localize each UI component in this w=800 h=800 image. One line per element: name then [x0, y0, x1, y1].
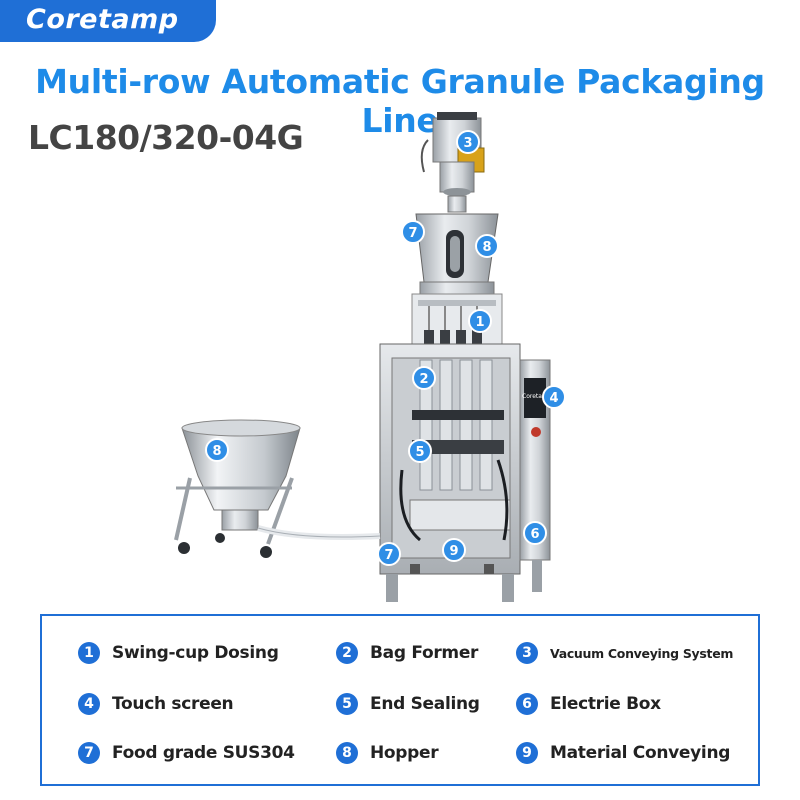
callout-marker-7: 7: [401, 220, 425, 244]
legend-item-6: 6 Electrie Box: [516, 690, 661, 718]
legend-item-9: 9 Material Conveying: [516, 739, 730, 767]
svg-text:4: 4: [549, 391, 558, 406]
callout-marker-6: 6: [523, 521, 547, 545]
svg-text:8: 8: [212, 444, 221, 459]
legend-item-4: 4 Touch screen: [78, 690, 234, 718]
legend-label: Swing-cup Dosing: [112, 643, 279, 663]
callout-marker-5: 5: [408, 439, 432, 463]
svg-text:3: 3: [463, 136, 472, 151]
model-number: LC180/320-04G: [28, 118, 304, 157]
legend-number-badge: 9: [516, 742, 538, 764]
legend-number-badge: 5: [336, 693, 358, 715]
legend-label: Material Conveying: [550, 743, 731, 763]
callout-markers: 3 7 8 1 2 4 8 5 6 7 9: [205, 130, 566, 566]
callout-marker-7b: 7: [377, 542, 401, 566]
legend-item-5: 5 End Sealing: [336, 690, 480, 718]
svg-text:1: 1: [475, 315, 484, 330]
brand-banner: Coretamp: [0, 0, 216, 42]
legend-number-badge: 3: [516, 642, 538, 664]
legend-label: End Sealing: [370, 694, 480, 714]
legend-label: Food grade SUS304: [112, 743, 295, 763]
page-title: Multi-row Automatic Granule Packaging Li…: [35, 62, 765, 140]
legend-label: Touch screen: [112, 694, 234, 714]
legend-item-3: 3 Vacuum Conveying System: [516, 639, 733, 667]
svg-text:7: 7: [384, 548, 393, 563]
callout-marker-8b: 8: [205, 438, 229, 462]
svg-text:6: 6: [530, 527, 539, 542]
main-cabinet: Coretamp: [379, 343, 552, 602]
legend-number-badge: 4: [78, 693, 100, 715]
svg-text:9: 9: [449, 544, 458, 559]
legend-item-2: 2 Bag Former: [336, 639, 478, 667]
legend-label: Bag Former: [370, 643, 479, 663]
legend-item-1: 1 Swing-cup Dosing: [78, 639, 279, 667]
legend-number-badge: 1: [78, 642, 100, 664]
legend-item-7: 7 Food grade SUS304: [78, 739, 295, 767]
legend-label: Vacuum Conveying System: [550, 645, 734, 661]
screen-brand-label: Coretamp: [522, 393, 552, 400]
callout-marker-9: 9: [442, 538, 466, 562]
svg-text:5: 5: [415, 445, 424, 460]
callout-marker-4: 4: [542, 385, 566, 409]
callout-marker-3: 3: [456, 130, 480, 154]
brand-logo: Coretamp: [26, 4, 179, 35]
legend-number-badge: 8: [336, 742, 358, 764]
svg-text:7: 7: [408, 226, 417, 241]
legend-number-badge: 7: [78, 742, 100, 764]
callout-marker-2: 2: [412, 366, 436, 390]
legend-panel: 1 Swing-cup Dosing 2 Bag Former 3 Vacuum…: [40, 614, 760, 786]
top-hopper: [415, 213, 499, 295]
svg-text:8: 8: [482, 240, 491, 255]
callout-marker-8: 8: [475, 234, 499, 258]
legend-number-badge: 2: [336, 642, 358, 664]
legend-item-8: 8 Hopper: [336, 739, 439, 767]
legend-label: Hopper: [370, 743, 439, 763]
callout-marker-1: 1: [468, 309, 492, 333]
svg-text:2: 2: [419, 372, 428, 387]
legend-label: Electrie Box: [550, 694, 661, 714]
legend-number-badge: 6: [516, 693, 538, 715]
